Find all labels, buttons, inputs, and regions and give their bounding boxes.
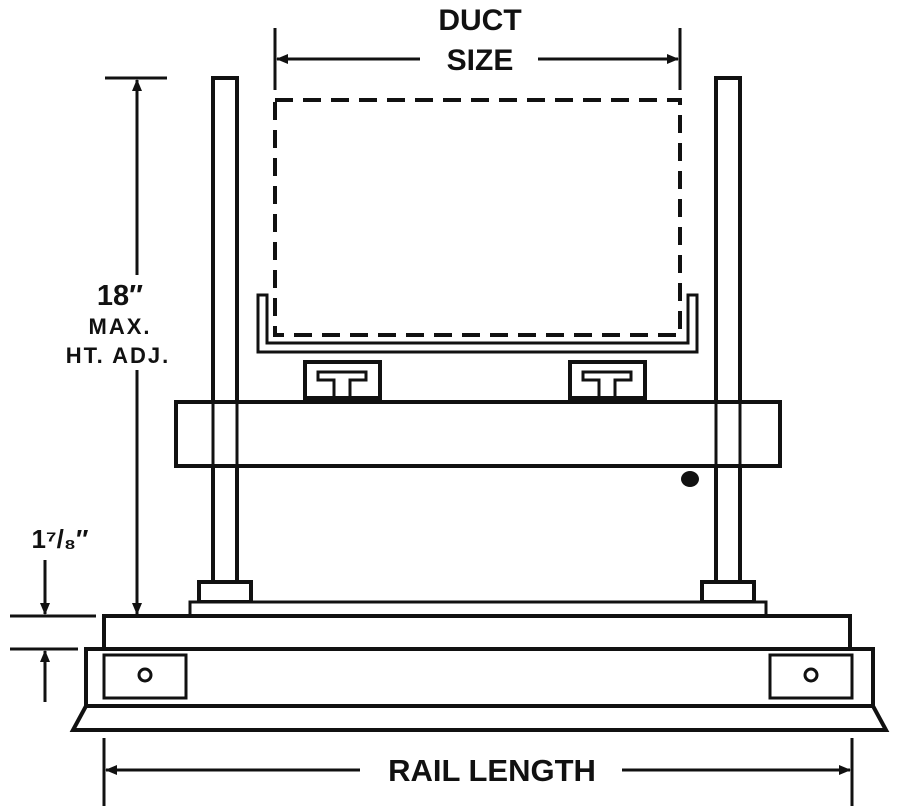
duct-cradle xyxy=(256,293,699,354)
right-post xyxy=(714,76,742,590)
right-post-nut xyxy=(700,580,756,604)
rail-top xyxy=(102,614,852,651)
height-max-label: MAX. xyxy=(89,314,152,339)
height-value-label: 18″ xyxy=(97,280,143,312)
duct-label: DUCT xyxy=(438,4,521,37)
rail-body xyxy=(84,647,875,708)
rail-base-pad xyxy=(69,704,890,732)
rail-length-dimension: RAIL LENGTH xyxy=(102,738,854,806)
beam-fastener xyxy=(681,471,699,487)
rail-offset-label: 1⁷/₈″ xyxy=(31,524,88,554)
base-plate xyxy=(188,600,768,618)
duct-size-dimension: DUCT SIZE xyxy=(273,4,682,90)
rail-offset-dimension: 1⁷/₈″ xyxy=(10,524,96,702)
left-slide-clamp xyxy=(303,360,382,400)
height-dimension: 18″ MAX. HT. ADJ. xyxy=(66,76,170,615)
left-post-nut xyxy=(197,580,253,604)
right-mounting-hole xyxy=(803,667,819,683)
left-mounting-hole xyxy=(137,667,153,683)
cross-beam xyxy=(174,400,782,468)
right-slide-clamp xyxy=(568,360,647,400)
size-label: SIZE xyxy=(447,44,514,77)
left-post xyxy=(211,76,239,590)
height-adj-label: HT. ADJ. xyxy=(66,343,170,368)
duct-outline xyxy=(273,98,682,337)
rail-length-label: RAIL LENGTH xyxy=(388,753,596,788)
